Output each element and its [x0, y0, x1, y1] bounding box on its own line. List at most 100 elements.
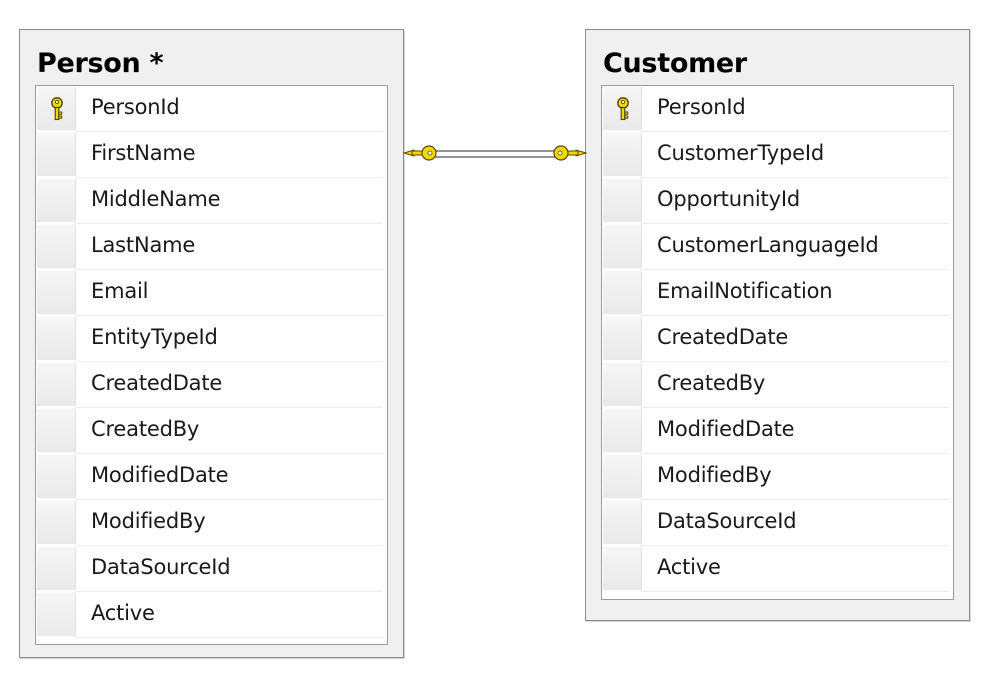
- row-divider: [75, 591, 383, 592]
- column-name: Active: [657, 555, 721, 579]
- column-row[interactable]: EntityTypeId: [36, 316, 387, 362]
- row-selector[interactable]: [603, 225, 642, 268]
- column-name: DataSourceId: [657, 509, 797, 533]
- row-selector[interactable]: [37, 409, 76, 452]
- column-row[interactable]: CreatedDate: [36, 362, 387, 408]
- column-row[interactable]: ModifiedBy: [602, 454, 953, 500]
- table-title: Customer: [603, 48, 747, 79]
- column-name: ModifiedBy: [657, 463, 772, 487]
- column-name: EntityTypeId: [91, 325, 218, 349]
- primary-key-icon: [617, 97, 629, 121]
- row-selector[interactable]: [603, 271, 642, 314]
- row-divider: [641, 407, 949, 408]
- column-row[interactable]: Active: [36, 592, 387, 638]
- row-divider: [75, 315, 383, 316]
- row-selector[interactable]: [37, 501, 76, 544]
- row-divider: [641, 223, 949, 224]
- row-selector[interactable]: [603, 133, 642, 176]
- column-name: FirstName: [91, 141, 196, 165]
- row-divider: [641, 131, 949, 132]
- row-divider: [641, 315, 949, 316]
- column-row[interactable]: CreatedBy: [36, 408, 387, 454]
- column-row[interactable]: FirstName: [36, 132, 387, 178]
- row-selector[interactable]: [37, 547, 76, 590]
- column-row[interactable]: OpportunityId: [602, 178, 953, 224]
- column-name: CustomerTypeId: [657, 141, 824, 165]
- column-row[interactable]: CreatedBy: [602, 362, 953, 408]
- column-row[interactable]: Active: [602, 546, 953, 592]
- row-divider: [641, 177, 949, 178]
- row-divider: [641, 269, 949, 270]
- row-divider: [641, 591, 949, 592]
- column-name: DataSourceId: [91, 555, 231, 579]
- row-selector[interactable]: [37, 593, 76, 636]
- column-row[interactable]: DataSourceId: [36, 546, 387, 592]
- row-divider: [641, 361, 949, 362]
- row-selector[interactable]: [603, 179, 642, 222]
- row-divider: [641, 453, 949, 454]
- key-icon: [402, 145, 437, 161]
- row-divider: [75, 453, 383, 454]
- row-selector[interactable]: [603, 455, 642, 498]
- column-name: OpportunityId: [657, 187, 800, 211]
- row-selector[interactable]: [37, 271, 76, 314]
- row-divider: [75, 637, 383, 638]
- row-divider: [75, 499, 383, 500]
- row-selector[interactable]: [603, 363, 642, 406]
- row-selector[interactable]: [37, 455, 76, 498]
- column-row[interactable]: EmailNotification: [602, 270, 953, 316]
- row-selector[interactable]: [603, 501, 642, 544]
- row-divider: [75, 361, 383, 362]
- column-name: ModifiedBy: [91, 509, 206, 533]
- column-name: ModifiedDate: [657, 417, 795, 441]
- row-selector[interactable]: [37, 179, 76, 222]
- row-divider: [75, 131, 383, 132]
- row-divider: [75, 407, 383, 408]
- row-selector[interactable]: [37, 317, 76, 360]
- key-icon: [553, 145, 588, 161]
- column-row[interactable]: ModifiedBy: [36, 500, 387, 546]
- column-row[interactable]: CustomerTypeId: [602, 132, 953, 178]
- column-name: CreatedDate: [91, 371, 223, 395]
- column-name: CustomerLanguageId: [657, 233, 879, 257]
- column-row[interactable]: Email: [36, 270, 387, 316]
- row-selector[interactable]: [37, 87, 76, 130]
- row-divider: [641, 545, 949, 546]
- column-row[interactable]: MiddleName: [36, 178, 387, 224]
- column-name: CreatedBy: [91, 417, 200, 441]
- row-selector[interactable]: [603, 409, 642, 452]
- column-row[interactable]: CreatedDate: [602, 316, 953, 362]
- table-title: Person *: [37, 48, 164, 79]
- column-name: Email: [91, 279, 149, 303]
- row-selector[interactable]: [603, 547, 642, 590]
- column-name: EmailNotification: [657, 279, 833, 303]
- row-divider: [75, 223, 383, 224]
- column-name: MiddleName: [91, 187, 221, 211]
- row-selector[interactable]: [37, 133, 76, 176]
- row-selector[interactable]: [37, 225, 76, 268]
- column-row[interactable]: ModifiedDate: [602, 408, 953, 454]
- column-row[interactable]: PersonId: [36, 86, 387, 132]
- column-name: PersonId: [91, 95, 180, 119]
- row-selector[interactable]: [37, 363, 76, 406]
- column-name: LastName: [91, 233, 196, 257]
- row-divider: [75, 269, 383, 270]
- row-selector[interactable]: [603, 87, 642, 130]
- column-row[interactable]: PersonId: [602, 86, 953, 132]
- column-name: ModifiedDate: [91, 463, 229, 487]
- column-row[interactable]: ModifiedDate: [36, 454, 387, 500]
- row-selector[interactable]: [603, 317, 642, 360]
- column-row[interactable]: CustomerLanguageId: [602, 224, 953, 270]
- row-divider: [641, 499, 949, 500]
- column-row[interactable]: LastName: [36, 224, 387, 270]
- column-name: Active: [91, 601, 155, 625]
- column-name: PersonId: [657, 95, 746, 119]
- row-divider: [75, 545, 383, 546]
- primary-key-icon: [51, 97, 63, 121]
- column-name: CreatedDate: [657, 325, 789, 349]
- column-row[interactable]: DataSourceId: [602, 500, 953, 546]
